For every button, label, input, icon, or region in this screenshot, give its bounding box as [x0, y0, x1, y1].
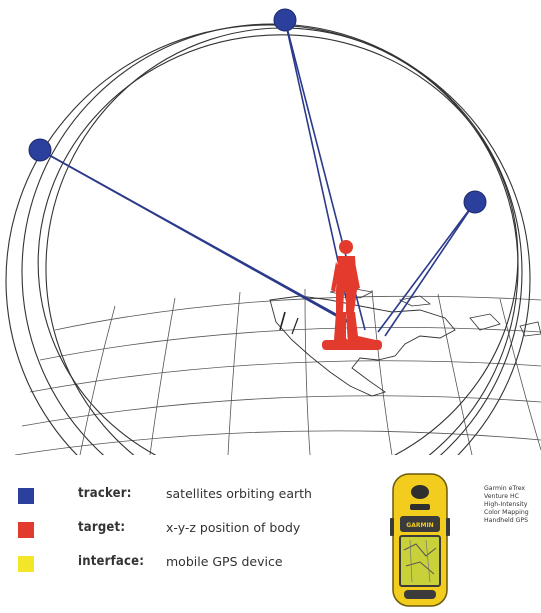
satellite-top: [273, 8, 297, 32]
legend-row-tracker: tracker: satellites orbiting earth: [18, 482, 378, 516]
legend-description: mobile GPS device: [166, 554, 283, 569]
satellite-right: [463, 190, 487, 214]
target-swatch: [18, 522, 34, 538]
device-spec-line: Handheld GPS: [484, 517, 529, 524]
person-figure: [322, 240, 382, 350]
device-spec-text: Garmin eTrex Venture HC High-Intensity C…: [484, 485, 541, 525]
legend-description: x-y-z position of body: [166, 520, 301, 535]
tracker-swatch: [18, 488, 34, 504]
satellites: [28, 8, 487, 214]
legend-row-interface: interface: mobile GPS device: [18, 550, 378, 584]
legend-description: satellites orbiting earth: [166, 486, 312, 501]
gps-device-image: GARMIN: [390, 473, 450, 607]
gps-diagram: [5, 8, 541, 455]
legend-term: target:: [78, 520, 126, 535]
legend-row-target: target: x-y-z position of body: [18, 516, 378, 550]
globe-grid: [14, 287, 541, 455]
satellite-left: [28, 138, 52, 162]
interface-swatch: [18, 556, 34, 572]
signal-lines: [39, 19, 476, 337]
device-spec-line: Garmin eTrex: [484, 485, 526, 492]
legend-term: interface:: [78, 554, 145, 569]
device-brand-label: GARMIN: [406, 522, 433, 529]
device-spec-line: High-Intensity: [484, 501, 528, 508]
device-spec-line: Venture HC: [484, 493, 519, 500]
legend: tracker: satellites orbiting earth targe…: [18, 482, 378, 584]
device-spec-line: Color Mapping: [484, 509, 529, 516]
orbit-lines: [5, 23, 531, 455]
legend-term: tracker:: [78, 486, 132, 501]
